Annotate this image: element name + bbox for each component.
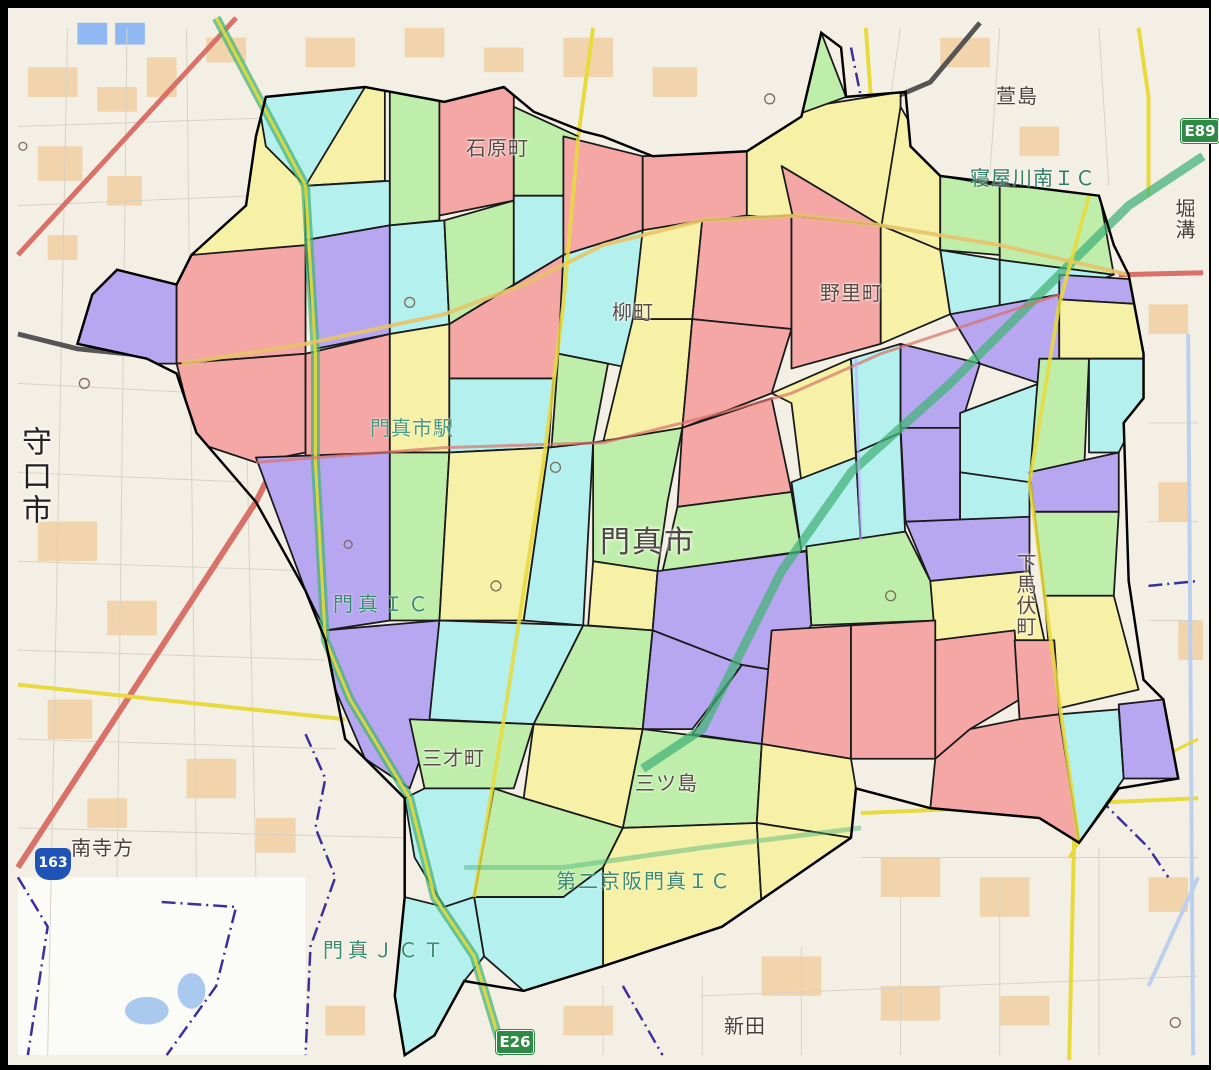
label-misaki: 三才町	[422, 746, 485, 770]
label-shinden: 新田	[724, 1014, 766, 1038]
label-horimizo: 堀溝	[1172, 198, 1196, 240]
label-moriguchi-city: 守口市	[16, 426, 51, 528]
district-polygons	[77, 32, 1179, 1056]
label-kadoma-jct: 門真ＪＣＴ	[323, 938, 448, 962]
label-kayashima: 萱島	[996, 84, 1038, 108]
label-nozato: 野里町	[820, 281, 883, 305]
label-ishihara: 石原町	[466, 136, 529, 160]
label-mitsushima: 三ツ島	[635, 771, 698, 795]
map-canvas[interactable]	[8, 8, 1209, 1065]
road-overlay	[181, 15, 1206, 1057]
label-neyagawa-minami-ic: 寝屋川南ＩＣ	[970, 166, 1096, 190]
label-minami-terakata: 南寺方	[71, 836, 134, 860]
label-kadoma-station: 門真市駅	[370, 416, 454, 440]
e26-shield: E26	[496, 1030, 534, 1054]
city-boundary	[75, 30, 1180, 1058]
label-kadoma-ic: 門真ＩＣ	[333, 592, 433, 616]
e89-shield: E89	[1181, 119, 1219, 143]
label-shimobabushi: 下馬伏町	[1013, 553, 1037, 637]
map-symbols	[18, 93, 1181, 1029]
label-daini-keihan-ic: 第二京阪門真ＩＣ	[556, 869, 732, 893]
label-yanagi: 柳町	[612, 300, 654, 324]
label-city-kadoma: 門真市	[600, 525, 696, 560]
route-163-shield: 163	[35, 848, 71, 880]
